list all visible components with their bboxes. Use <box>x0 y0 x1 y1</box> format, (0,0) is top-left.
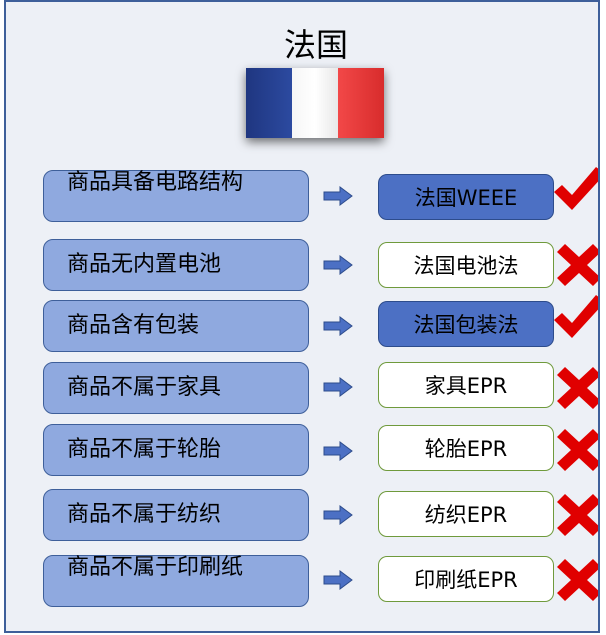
condition-box: 商品不属于纺织 <box>43 489 309 541</box>
condition-box: 商品无内置电池 <box>43 239 309 291</box>
condition-label: 商品含有包装 <box>67 313 200 338</box>
law-label: 法国包装法 <box>413 313 519 337</box>
arrow-right-icon <box>323 441 353 461</box>
law-box: 法国电池法 <box>378 242 554 288</box>
condition-box: 商品不属于轮胎 <box>43 424 309 476</box>
condition-box: 商品不属于印刷纸 <box>43 555 309 607</box>
arrow-right-icon <box>323 255 353 275</box>
law-label: 法国电池法 <box>413 254 519 278</box>
cross-icon <box>557 429 598 471</box>
condition-label: 商品不属于纺织 <box>67 502 222 527</box>
arrow-right-icon <box>323 186 353 206</box>
condition-label: 商品不属于印刷纸 <box>67 555 244 580</box>
law-label: 法国WEEE <box>414 186 518 210</box>
cross-icon <box>557 494 598 536</box>
law-label: 轮胎EPR <box>424 437 508 461</box>
law-box: 纺织EPR <box>378 491 554 537</box>
condition-label: 商品不属于家具 <box>67 375 222 400</box>
page-title: 法国 <box>283 26 348 64</box>
arrow-right-icon <box>323 377 353 397</box>
condition-label: 商品无内置电池 <box>67 252 222 277</box>
law-box: 印刷纸EPR <box>378 556 554 602</box>
law-label: 家具EPR <box>424 374 508 398</box>
condition-label: 商品具备电路结构 <box>67 170 244 195</box>
law-label: 纺织EPR <box>424 503 508 527</box>
arrow-right-icon <box>323 505 353 525</box>
condition-box: 商品具备电路结构 <box>43 170 309 222</box>
check-icon <box>554 295 598 338</box>
condition-box: 商品含有包装 <box>43 300 309 352</box>
law-box: 家具EPR <box>378 362 554 408</box>
law-box: 法国包装法 <box>378 301 554 347</box>
condition-label: 商品不属于轮胎 <box>67 437 222 462</box>
law-box: 轮胎EPR <box>378 425 554 471</box>
arrow-right-icon <box>323 316 353 336</box>
cross-icon <box>557 367 598 409</box>
france-flag-icon <box>246 68 384 138</box>
check-icon <box>554 167 598 210</box>
condition-box: 商品不属于家具 <box>43 362 309 414</box>
law-box: 法国WEEE <box>378 174 554 220</box>
law-label: 印刷纸EPR <box>414 568 518 592</box>
arrow-right-icon <box>323 570 353 590</box>
cross-icon <box>557 559 598 601</box>
cross-icon <box>557 244 598 286</box>
diagram-frame: 法国 商品具备电路结构 法国WEEE 商品无内置电池 法国电池法 商品含有包装 … <box>4 0 600 633</box>
